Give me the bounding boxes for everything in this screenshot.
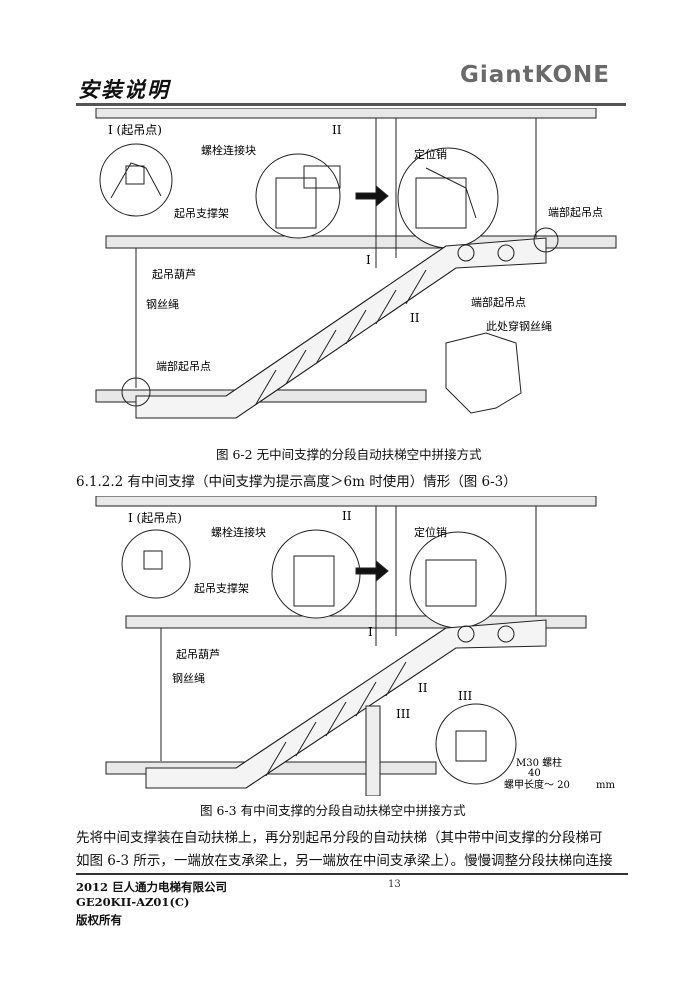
footer-rule [76, 873, 628, 875]
fig2-label-bolt-m30: M30 螺柱 [516, 756, 562, 769]
paragraph-line-1: 先将中间支撑装在自动扶梯上，再分别起吊分段的自动扶梯（其中带中间支撑的分段梯可 [76, 830, 603, 846]
fig2-label-dim-text: 螺甲长度～ 20 [504, 778, 570, 791]
fig1-label-detail-i: I (起吊点) [108, 123, 162, 137]
fig1-marker-i: I [366, 253, 371, 267]
detail-circle-i [121, 529, 191, 599]
fig2-label-bolt-block: 螺栓连接块 [211, 525, 266, 539]
fig1-label-locating-pin: 定位销 [414, 147, 447, 161]
fig2-label-detail-i: I (起吊点) [128, 511, 182, 525]
fig1-label-rope-here: 此处穿钢丝绳 [486, 319, 552, 333]
figure-6-3-diagram: I (起吊点) II 螺栓连接块 定位销 起吊支撑架 起吊葫芦 钢丝绳 I II… [95, 496, 615, 796]
fig2-marker-iii: III [396, 707, 410, 721]
fig2-label-detail-ii: II [342, 509, 352, 523]
escalator-truss [145, 619, 547, 789]
fig1-label-wire-rope: 钢丝绳 [146, 297, 179, 311]
fig1-label-hoist: 起吊葫芦 [152, 268, 196, 281]
footer-company: 2012 巨人通力电梯有限公司 [76, 880, 228, 894]
brand-logo: GiantKONE [460, 62, 610, 88]
fig2-marker-i: I [368, 625, 373, 639]
intermediate-support [365, 705, 381, 796]
detail-circle-ii-bolt [271, 529, 361, 619]
fig2-label-hoist: 起吊葫芦 [176, 648, 220, 661]
ceiling-beam [95, 108, 597, 119]
fig2-label-dim-40: 40 [528, 768, 541, 779]
ceiling-beam [95, 496, 597, 507]
fig1-label-end-lift-detail: 端部起吊点 [471, 295, 526, 309]
direction-arrow [355, 559, 389, 583]
end-lift-detail-sketch [445, 332, 522, 414]
detail-circle-locating-pin [397, 147, 499, 249]
fig1-label-detail-ii: II [332, 123, 342, 137]
manual-title: 安装说明 [78, 78, 170, 102]
header-rule [76, 103, 626, 106]
fig1-marker-ii: II [410, 311, 420, 325]
direction-arrow [355, 184, 389, 208]
fig1-label-bolt-block: 螺栓连接块 [201, 143, 256, 157]
detail-circle-locating-pin [409, 531, 507, 629]
fig2-label-lifting-frame: 起吊支撑架 [194, 581, 249, 595]
section-heading: 6.1.2.2 有中间支撑（中间支撑为提示高度＞6m 时使用）情形（图 6-3） [76, 474, 517, 490]
paragraph-line-2: 如图 6-3 所示，一端放在支承梁上，另一端放在中间支承梁上）。慢慢调整分段扶梯… [76, 853, 613, 869]
detail-circle-iii [435, 703, 517, 785]
page-number: 13 [388, 879, 401, 890]
detail-circle-ii-bolt [255, 153, 341, 239]
footer-rights: 版权所有 [76, 913, 122, 927]
fig1-label-lifting-frame: 起吊支撑架 [174, 206, 229, 220]
footer-doc-code: GE20KII-AZ01(C) [76, 895, 190, 909]
fig1-label-end-lift-right: 端部起吊点 [548, 205, 603, 219]
fig2-marker-ii: II [418, 681, 428, 695]
figure-6-2-caption: 图 6-2 无中间支撑的分段自动扶梯空中拼接方式 [216, 447, 482, 462]
fig2-label-locating-pin: 定位销 [414, 525, 447, 539]
fig2-label-wire-rope: 钢丝绳 [172, 671, 205, 685]
figure-6-3-caption: 图 6-3 有中间支撑的分段自动扶梯空中拼接方式 [200, 803, 466, 818]
detail-circle-i [99, 143, 173, 217]
fig1-label-end-lift-left: 端部起吊点 [156, 359, 211, 373]
escalator-truss [135, 237, 547, 419]
fig2-label-dim-unit: mm [596, 780, 615, 791]
figure-6-2-diagram: I (起吊点) II 螺栓连接块 定位销 起吊支撑架 端部起吊点 起吊葫芦 钢丝… [95, 108, 617, 419]
fig2-label-detail-iii: III [458, 689, 472, 703]
